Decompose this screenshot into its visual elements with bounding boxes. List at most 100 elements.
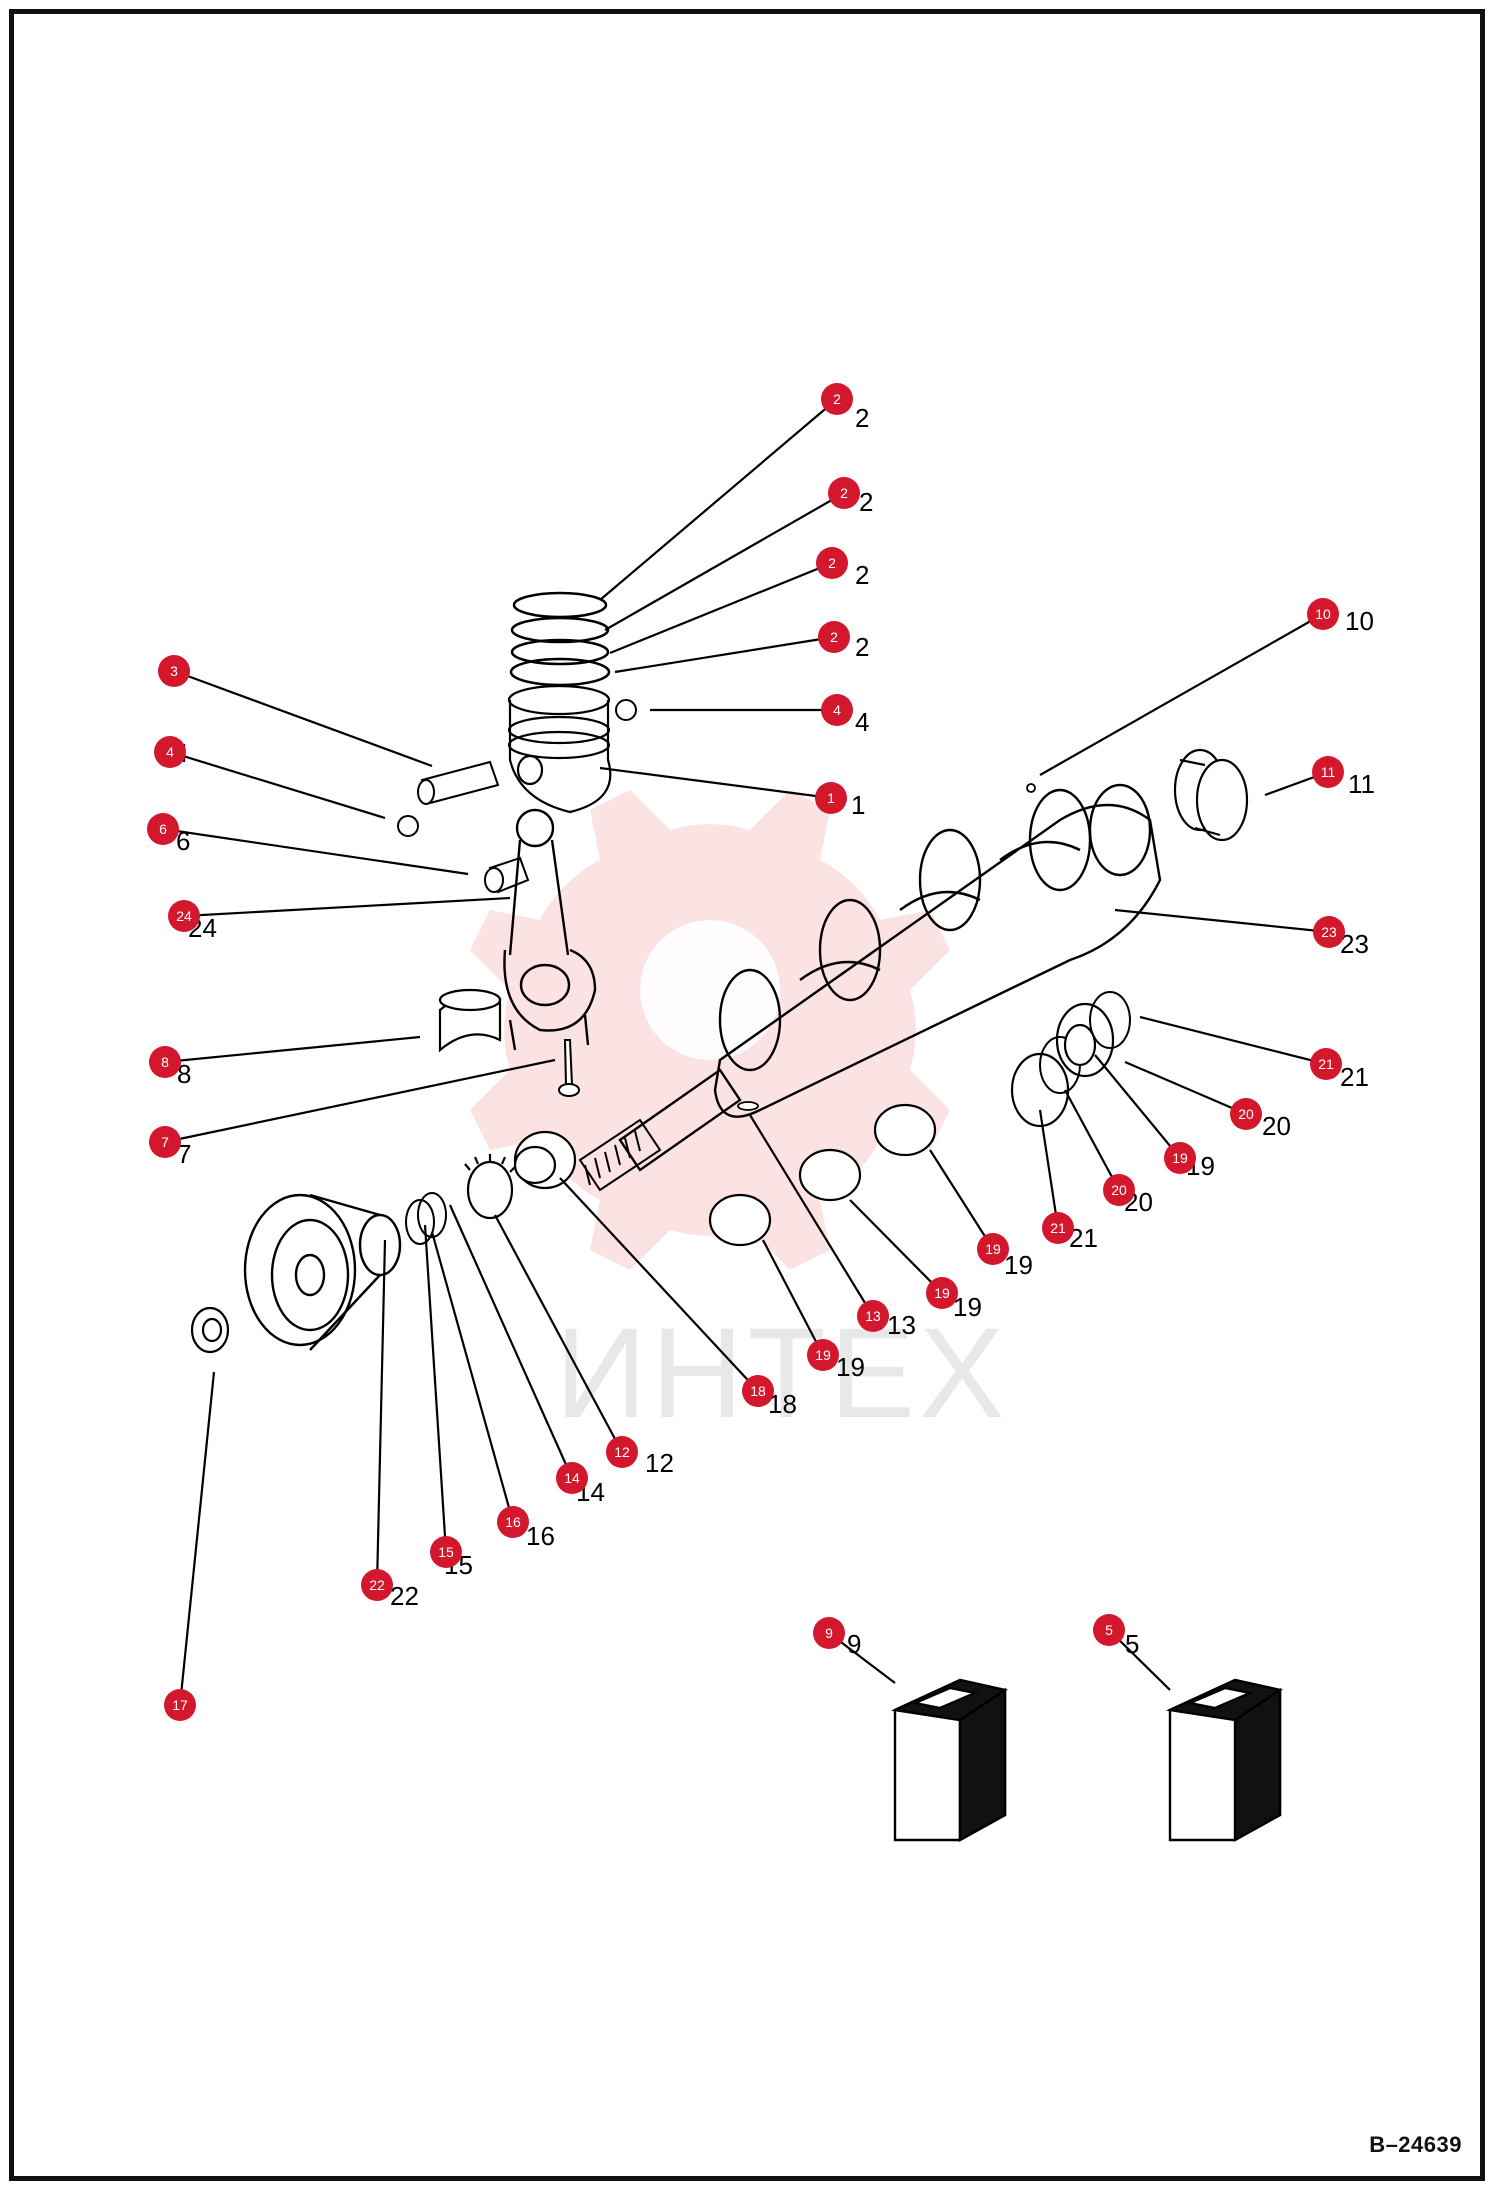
callout-label: 21 — [1318, 1056, 1334, 1072]
kit-box-5 — [1165, 1678, 1284, 1843]
collar — [464, 1154, 516, 1220]
printed-number: 9 — [847, 1629, 861, 1659]
main-bearings — [708, 1023, 1097, 1247]
callout-marker — [154, 736, 186, 768]
connecting-rod-bolt — [558, 1039, 580, 1097]
callout-22[interactable]: 22 — [361, 1569, 393, 1601]
callout-marker — [815, 782, 847, 814]
leader-line-19 — [849, 1199, 943, 1294]
printed-number: 6 — [176, 826, 190, 856]
piston-rings — [509, 591, 611, 687]
callout-20[interactable]: 20 — [1103, 1174, 1135, 1206]
callout-marker — [926, 1277, 958, 1309]
printed-number: 19 — [836, 1352, 865, 1382]
callout-label: 2 — [828, 555, 836, 571]
callout-14[interactable]: 14 — [556, 1462, 588, 1494]
leader-line-24 — [183, 896, 511, 918]
printed-number: 20 — [1262, 1111, 1291, 1141]
callout-19[interactable]: 19 — [807, 1339, 839, 1371]
leader-line-2 — [614, 635, 835, 674]
callout-label: 2 — [830, 629, 838, 645]
callout-12[interactable]: 12 — [606, 1436, 638, 1468]
callout-21[interactable]: 21 — [1042, 1212, 1074, 1244]
callout-label: 4 — [166, 744, 174, 760]
callout-label: 17 — [172, 1697, 188, 1713]
callout-11[interactable]: 11 — [1312, 756, 1344, 788]
leader-line-8 — [164, 1035, 421, 1064]
callout-label: 6 — [159, 821, 167, 837]
kit-box-9 — [890, 1678, 1009, 1843]
callout-10[interactable]: 10 — [1307, 598, 1339, 630]
callout-1[interactable]: 1 — [815, 782, 847, 814]
callout-20[interactable]: 20 — [1230, 1098, 1262, 1130]
callout-2[interactable]: 2 — [828, 477, 860, 509]
callout-markers: 1222234456789101112131415161718191919192… — [147, 383, 1345, 1721]
leader-line-19 — [762, 1239, 824, 1356]
leader-line-10 — [1039, 613, 1324, 776]
callout-marker — [1307, 598, 1339, 630]
leader-line-23 — [1114, 908, 1330, 934]
leader-line-21 — [1139, 1015, 1327, 1066]
leader-line-22 — [375, 1239, 387, 1586]
callout-4[interactable]: 4 — [821, 694, 853, 726]
callout-9[interactable]: 9 — [813, 1617, 845, 1649]
callout-label: 16 — [505, 1514, 521, 1530]
bearing-holder-1 — [1055, 1002, 1115, 1078]
callout-7[interactable]: 7 — [149, 1126, 181, 1158]
callout-13[interactable]: 13 — [857, 1300, 889, 1332]
dowel-pin — [1026, 783, 1036, 793]
callout-marker — [857, 1300, 889, 1332]
callout-6[interactable]: 6 — [147, 813, 179, 845]
callout-24[interactable]: 24 — [168, 900, 200, 932]
callout-19[interactable]: 19 — [977, 1233, 1009, 1265]
printed-number: 2 — [855, 403, 869, 433]
callout-marker — [816, 547, 848, 579]
callout-19[interactable]: 19 — [926, 1277, 958, 1309]
callout-8[interactable]: 8 — [149, 1046, 181, 1078]
watermark-text: ИНТЕХ — [555, 1302, 1009, 1445]
callout-16[interactable]: 16 — [497, 1506, 529, 1538]
printed-number: 2 — [855, 632, 869, 662]
callout-marker — [1093, 1614, 1125, 1646]
callout-label: 9 — [825, 1625, 833, 1641]
callout-21[interactable]: 21 — [1310, 1048, 1342, 1080]
callout-17[interactable]: 17 — [164, 1689, 196, 1721]
callout-3[interactable]: 3 — [158, 655, 190, 687]
callout-19[interactable]: 19 — [1164, 1142, 1196, 1174]
connecting-rod-bearing — [438, 988, 502, 1053]
callout-label: 20 — [1111, 1182, 1127, 1198]
thrust-washer-1 — [1089, 991, 1131, 1049]
snap-ring-left — [397, 815, 419, 837]
callout-label: 14 — [564, 1470, 580, 1486]
callout-2[interactable]: 2 — [821, 383, 853, 415]
callout-15[interactable]: 15 — [430, 1536, 462, 1568]
callout-label: 2 — [833, 391, 841, 407]
leader-line-21 — [1038, 1109, 1060, 1229]
callout-label: 24 — [176, 908, 192, 924]
callout-4[interactable]: 4 — [154, 736, 186, 768]
callout-18[interactable]: 18 — [742, 1375, 774, 1407]
callout-label: 8 — [161, 1054, 169, 1070]
callout-label: 12 — [614, 1444, 630, 1460]
callout-5[interactable]: 5 — [1093, 1614, 1125, 1646]
leader-line-15 — [423, 1224, 448, 1553]
callout-label: 19 — [1172, 1150, 1188, 1166]
callout-label: 15 — [438, 1544, 454, 1560]
printed-number: 12 — [645, 1448, 674, 1478]
leader-line-20 — [1124, 1060, 1247, 1116]
printed-number: 11 — [1348, 769, 1375, 799]
callout-2[interactable]: 2 — [816, 547, 848, 579]
callout-marker — [807, 1339, 839, 1371]
callout-23[interactable]: 23 — [1313, 916, 1345, 948]
piston-pin — [417, 760, 500, 805]
piston-ring-3 — [510, 638, 610, 666]
callout-marker — [742, 1375, 774, 1407]
printed-number: 22 — [390, 1581, 419, 1611]
callout-2[interactable]: 2 — [818, 621, 850, 653]
crankshaft — [618, 783, 1162, 1172]
printed-number: 2 — [859, 487, 873, 517]
callout-marker — [1312, 756, 1344, 788]
pulley-nut — [190, 1306, 230, 1354]
callout-marker — [361, 1569, 393, 1601]
